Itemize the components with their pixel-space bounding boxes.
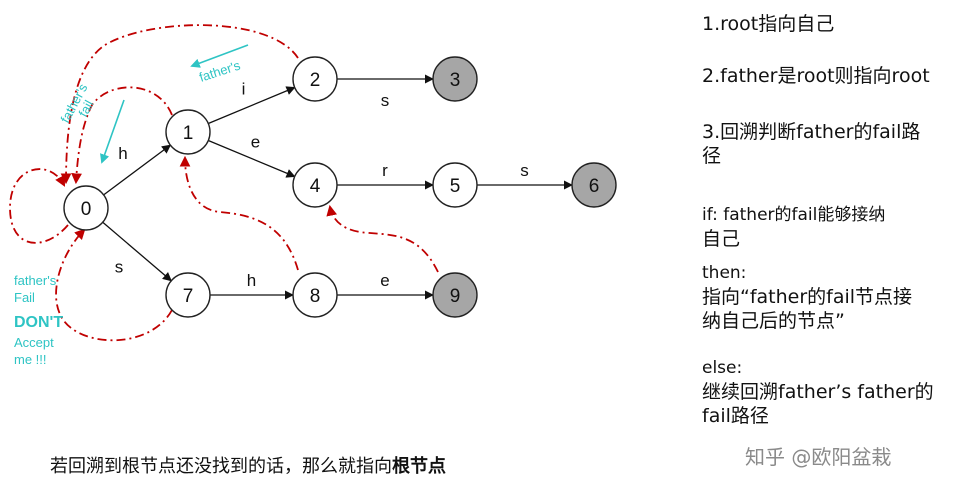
- rule-then-label: then:: [702, 263, 747, 283]
- edge-0-7: [102, 221, 172, 282]
- fail-link-1-to-root: [71, 86, 173, 185]
- rule-else-line-1: 继续回溯father’s father的: [702, 381, 934, 403]
- caption: 若回溯到根节点还没找到的话，那么就指向根节点: [50, 452, 446, 478]
- node-2: [292, 56, 338, 102]
- node-label-6: 6: [589, 176, 600, 197]
- node-label-1: 1: [183, 123, 194, 144]
- node-5: [432, 162, 478, 208]
- rule-1: 1.root指向自己: [702, 13, 835, 35]
- rule-3-line-2: 径: [702, 145, 722, 167]
- rule-if: if: father的fail能够接纳 自己: [702, 203, 885, 251]
- rule-then-line-2: 纳自己后的节点”: [702, 310, 845, 332]
- fail-link-root-self: [9, 168, 69, 244]
- node-label-3: 3: [450, 70, 461, 91]
- fathers-fail-arrow: [100, 99, 125, 164]
- edge-label-5-6: s: [520, 161, 529, 180]
- rule-then-line-1: 指向“father的fail节点接: [702, 286, 913, 308]
- node-label-5: 5: [450, 176, 461, 197]
- edge-1-4: [208, 139, 296, 178]
- edge-0-1: [103, 144, 172, 196]
- rule-3: 3.回溯判断father的fail路 径: [702, 120, 920, 168]
- rule-else-label: else:: [702, 358, 743, 378]
- node-6: [571, 162, 617, 208]
- node-label-9: 9: [450, 286, 461, 307]
- rule-else: else: 继续回溯father’s father的 fail路径: [702, 356, 934, 428]
- edge-label-2-3: s: [381, 91, 390, 110]
- rule-if-line-1: if: father的fail能够接纳: [702, 205, 886, 225]
- rule-3-line-1: 3.回溯判断father的fail路: [702, 121, 921, 143]
- fathers-direction-arrow: [190, 44, 249, 68]
- edge-label-4-5: r: [382, 161, 388, 180]
- edge-label-7-8: h: [247, 271, 256, 290]
- rule-2: 2.father是root则指向root: [702, 65, 930, 87]
- node-label-0: 0: [81, 199, 92, 220]
- edge-label-0-1: h: [118, 144, 127, 163]
- caption-bold: 根节点: [392, 456, 446, 477]
- fathers-fail-label-bottom: fail: [75, 98, 96, 120]
- note-line-4: Accept: [14, 335, 54, 350]
- fail-link-7-to-root: [55, 228, 173, 342]
- node-7: [165, 272, 211, 318]
- node-0: [63, 185, 109, 231]
- node-label-8: 8: [310, 286, 321, 307]
- edge-label-1-4: e: [251, 133, 260, 152]
- node-label-7: 7: [183, 286, 194, 307]
- watermark: 知乎 @欧阳盆栽: [745, 445, 892, 469]
- fail-link-2-to-root: [60, 24, 299, 185]
- note-line-1: father's: [14, 273, 57, 288]
- node-4: [292, 162, 338, 208]
- note-line-5: me !!!: [14, 352, 47, 367]
- node-label-4: 4: [310, 176, 321, 197]
- node-1: [165, 109, 211, 155]
- note-line-3: DON'T: [14, 314, 63, 331]
- node-8: [292, 272, 338, 318]
- caption-text: 若回溯到根节点还没找到的话，那么就指向: [50, 456, 392, 477]
- edge-label-0-7: s: [115, 258, 124, 277]
- rule-else-line-2: fail路径: [702, 405, 769, 427]
- rule-then: then: 指向“father的fail节点接 纳自己后的节点”: [702, 261, 912, 333]
- node-9: [432, 272, 478, 318]
- edge-1-2: [208, 86, 296, 125]
- note-line-2: Fail: [14, 290, 35, 305]
- edge-label-1-2: i: [242, 80, 246, 99]
- edge-label-8-9: e: [380, 271, 389, 290]
- fail-link-9-to-4: [326, 204, 439, 273]
- node-3: [432, 56, 478, 102]
- rule-if-line-2: 自己: [702, 228, 741, 250]
- fail-link-8-to-1: [179, 155, 299, 271]
- node-label-2: 2: [310, 70, 321, 91]
